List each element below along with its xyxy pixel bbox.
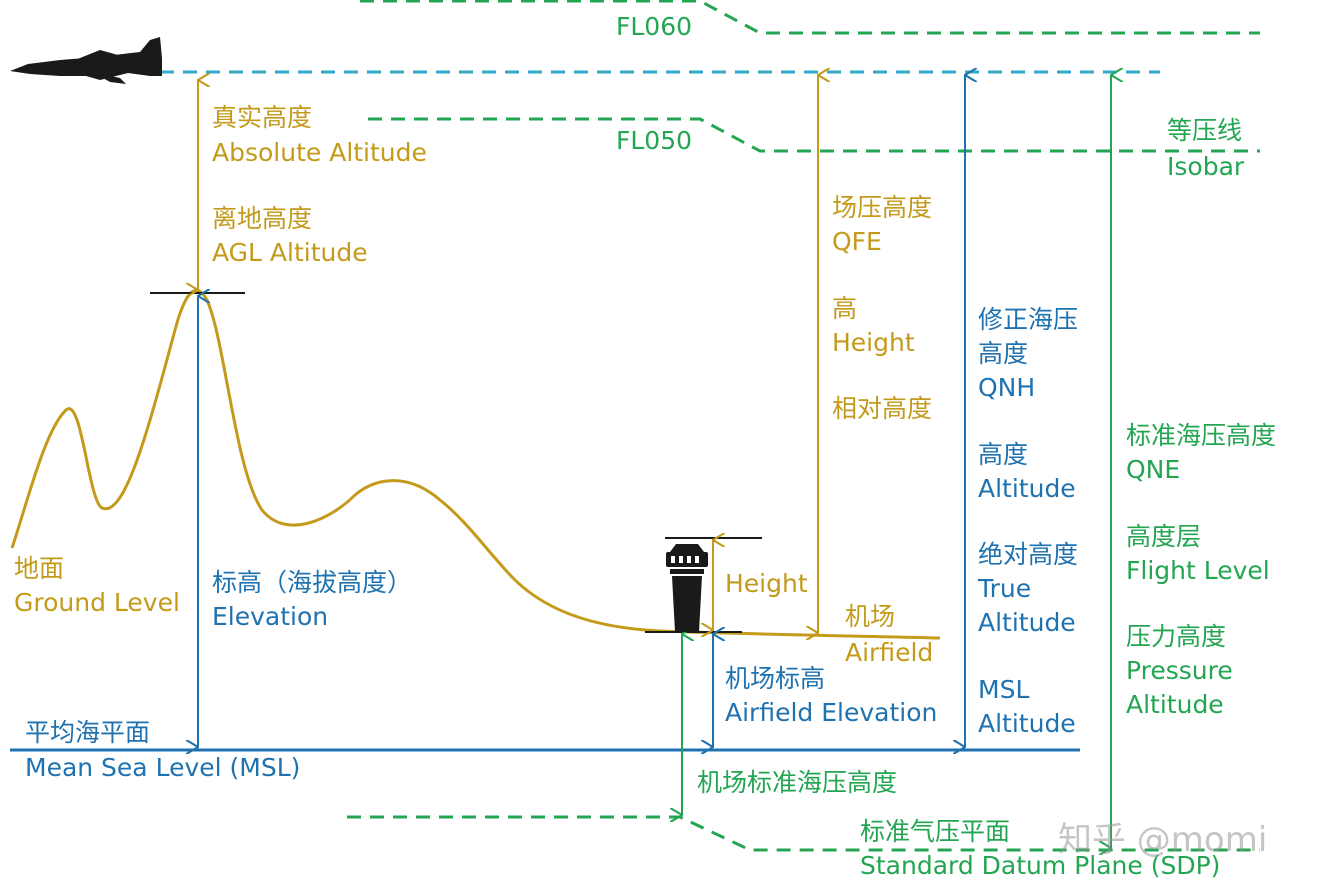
- qne-label-en: QNE: [1126, 455, 1181, 484]
- absolute-altitude-label-zh: 真实高度: [212, 103, 313, 132]
- terrain-profile: [10, 288, 941, 640]
- qfe-label-en: QFE: [832, 227, 882, 256]
- flight-level-label-en: Flight Level: [1126, 556, 1270, 585]
- sdp-label-en: Standard Datum Plane (SDP): [860, 851, 1221, 880]
- pressure-altitude-label-en1: Pressure: [1126, 656, 1233, 685]
- tower-windows: [671, 556, 699, 563]
- elevation-label-en: Elevation: [212, 602, 329, 631]
- isobar-fl050-line: [368, 117, 1260, 153]
- height-label-en: Height: [832, 328, 915, 357]
- airfield-label-zh: 机场: [845, 602, 896, 631]
- qnh-label-en: QNH: [978, 373, 1036, 402]
- agl-altitude-label-zh: 离地高度: [212, 204, 313, 233]
- msl-altitude-label-en1: MSL: [978, 675, 1030, 704]
- elevation-label-zh: 标高（海拔高度）: [212, 568, 413, 597]
- msl-label-zh: 平均海平面: [25, 718, 151, 747]
- pressure-altitude-label-zh: 压力高度: [1126, 622, 1227, 651]
- isobar-label-zh: 等压线: [1167, 116, 1243, 145]
- fl060-label: FL060: [616, 12, 693, 41]
- pressure-altitude-label-en2: Altitude: [1126, 690, 1224, 719]
- altitude-label-en: Altitude: [978, 474, 1076, 503]
- flight-level-label-zh: 高度层: [1126, 522, 1202, 551]
- watermark: 知乎 @momi: [1058, 820, 1268, 860]
- aircraft-icon: [10, 37, 162, 84]
- isobar-fl060-line: [360, 0, 1260, 35]
- control-tower-icon: [666, 544, 708, 632]
- agl-altitude-label-en: AGL Altitude: [212, 238, 368, 267]
- msl-label-en: Mean Sea Level (MSL): [25, 753, 301, 782]
- qfe-label-zh: 场压高度: [832, 193, 933, 222]
- true-altitude-label-en1: True: [978, 574, 1032, 603]
- airfield-elevation-label-en: Airfield Elevation: [725, 698, 938, 727]
- sdp-line: [347, 815, 1260, 852]
- altitude-label-zh: 高度: [978, 440, 1029, 469]
- absolute-altitude-label-en: Absolute Altitude: [212, 138, 427, 167]
- relative-height-label-zh: 相对高度: [832, 394, 933, 423]
- ground-level-label-en: Ground Level: [14, 588, 180, 617]
- qnh-label-zh1: 修正海压: [978, 305, 1079, 334]
- airfield-label-en: Airfield: [845, 638, 934, 667]
- sdp-label-zh: 标准气压平面: [860, 817, 1011, 846]
- height-label-zh: 高: [832, 294, 858, 323]
- true-altitude-label-en2: Altitude: [978, 608, 1076, 637]
- ground-level-label-zh: 地面: [14, 554, 65, 583]
- true-altitude-label-zh: 绝对高度: [978, 540, 1079, 569]
- airfield-pressure-altitude-label: 机场标准海压高度: [697, 768, 898, 797]
- msl-altitude-label-en2: Altitude: [978, 709, 1076, 738]
- qne-label-zh: 标准海压高度: [1126, 421, 1277, 450]
- fl050-label: FL050: [616, 126, 693, 155]
- qnh-label-zh2: 高度: [978, 339, 1029, 368]
- airfield-elevation-label-zh: 机场标高: [725, 664, 826, 693]
- isobar-label-en: Isobar: [1167, 152, 1245, 181]
- tower-height-label: Height: [725, 569, 808, 598]
